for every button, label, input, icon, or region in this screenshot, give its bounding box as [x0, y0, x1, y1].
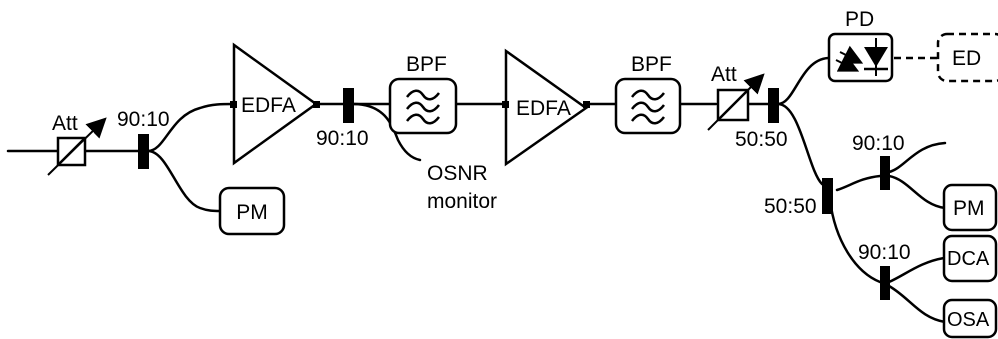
pm-input-box: PM [218, 186, 286, 236]
lower-coupler: 90:10 [858, 241, 911, 300]
edfa-2-output-port [583, 101, 590, 108]
fiber-to-pd [776, 56, 830, 106]
input-coupler: 90:10 [117, 108, 170, 169]
edfa-1-output-port [313, 101, 320, 108]
fiber-to-pm-output [887, 174, 947, 210]
pd-label: PD [845, 8, 874, 31]
dca-frame [942, 234, 998, 283]
pm-output-frame [942, 183, 998, 232]
fiber-to-dca [887, 256, 946, 284]
ed-frame [936, 32, 998, 83]
pm-input-frame [218, 186, 286, 236]
pm-input-label: PM [236, 201, 268, 224]
coupler-bar [138, 134, 149, 169]
fiber-to-osa [887, 284, 947, 324]
att-input-label: Att [52, 112, 78, 135]
coupler-output-label: 50:50 [735, 128, 788, 151]
osnr-monitor-line2: monitor [427, 190, 497, 213]
bpf-2-label: BPF [631, 53, 672, 76]
variable-arrow-icon [707, 73, 765, 131]
edfa-1-input-port [230, 101, 237, 108]
coupler-mid-label: 90:10 [316, 127, 369, 150]
bpf-1: BPF [388, 53, 458, 135]
input-attenuator: Att [47, 112, 107, 176]
coupler-upper-label: 90:10 [852, 132, 905, 155]
split-coupler: 50:50 [764, 178, 833, 218]
output-coupler: 50:50 [735, 88, 788, 151]
dca-label: DCA [947, 248, 990, 270]
pm-output-label: PM [953, 197, 985, 220]
filter-wave-icon [631, 89, 665, 125]
edfa-1: EDFA [230, 42, 320, 166]
osa-box: OSA [942, 298, 998, 339]
filter-wave-icon [406, 89, 440, 125]
fiber-to-edfa-1 [146, 102, 236, 153]
fiber-to-osnr-monitor [351, 102, 422, 162]
osnr-monitor: OSNR monitor [427, 162, 497, 213]
edfa-2-label: EDFA [516, 97, 571, 120]
photodetector: PD [827, 8, 894, 83]
coupler-input-label: 90:10 [117, 108, 170, 131]
osnr-monitor-line1: OSNR [427, 162, 488, 185]
ed-box: ED [936, 32, 998, 83]
edfa-2: EDFA [502, 48, 590, 167]
coupler-bar [822, 178, 833, 214]
coupler-bar [768, 88, 779, 123]
fiber-to-split-coupler [776, 102, 824, 186]
coupler-lower-label: 90:10 [858, 241, 911, 264]
dca-box: DCA [942, 234, 998, 283]
att-output-label: Att [711, 63, 737, 86]
fiber-to-upper-coupler [835, 174, 882, 192]
photodiode-icon [835, 38, 888, 76]
fiber-paths [6, 56, 947, 324]
edfa-2-input-port [502, 101, 509, 108]
bpf-2: BPF [614, 53, 682, 135]
coupler-bar [343, 88, 354, 123]
coupler-bar [880, 266, 890, 300]
ed-label: ED [952, 47, 981, 70]
pm-output-box: PM [942, 183, 998, 232]
fiber-upper-tap-open [887, 141, 947, 174]
mid-coupler: 90:10 [316, 88, 369, 150]
upper-coupler: 90:10 [852, 132, 905, 190]
osa-label: OSA [947, 309, 990, 331]
coupler-bar [880, 156, 890, 190]
edfa-1-label: EDFA [241, 94, 296, 117]
pd-frame [827, 32, 894, 83]
fiber-to-pm-input [146, 149, 222, 213]
variable-arrow-icon [47, 117, 107, 176]
osa-frame [942, 298, 998, 339]
output-attenuator: Att [707, 63, 765, 131]
bpf-1-label: BPF [406, 53, 447, 76]
coupler-split-label: 50:50 [764, 195, 817, 218]
